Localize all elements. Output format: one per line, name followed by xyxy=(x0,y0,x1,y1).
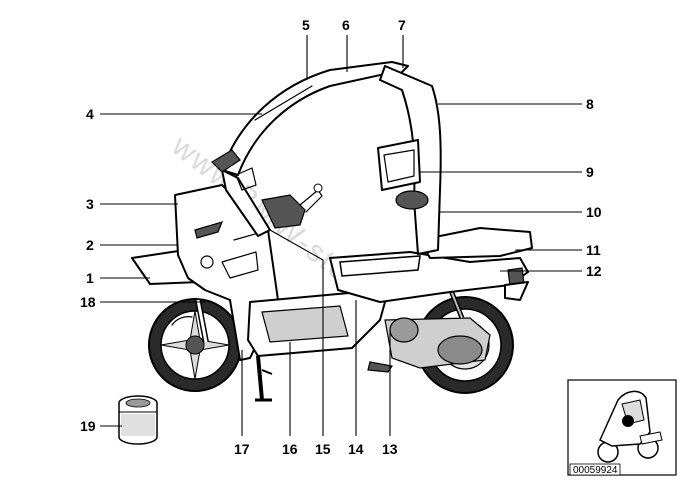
inset-scooter-icon xyxy=(597,390,663,463)
side-stand xyxy=(255,355,273,402)
engine-swingarm xyxy=(367,287,491,373)
callout-2: 2 xyxy=(86,237,94,253)
callout-4: 4 xyxy=(86,106,94,122)
handlebar xyxy=(261,183,323,229)
inset-thumbnail: 00059924 xyxy=(567,379,677,476)
callout-15: 15 xyxy=(315,441,331,457)
inset-doc-id: 00059924 xyxy=(573,465,618,476)
paint-can-icon xyxy=(118,395,158,445)
callout-9: 9 xyxy=(586,164,594,180)
callout-18: 18 xyxy=(80,294,96,310)
callout-6: 6 xyxy=(342,17,350,33)
callout-7: 7 xyxy=(398,17,406,33)
roof-frame xyxy=(211,61,442,255)
callout-14: 14 xyxy=(348,441,364,457)
callout-12: 12 xyxy=(586,263,602,279)
callout-1: 1 xyxy=(86,270,94,286)
callout-5: 5 xyxy=(302,17,310,33)
callout-8: 8 xyxy=(586,96,594,112)
leader-lines xyxy=(100,35,582,436)
callout-labels: 1 2 3 4 5 6 7 8 9 10 11 12 13 14 15 16 1… xyxy=(80,17,602,457)
callout-10: 10 xyxy=(586,204,602,220)
callout-11: 11 xyxy=(586,242,601,258)
callout-3: 3 xyxy=(86,196,94,212)
callout-19: 19 xyxy=(80,418,96,434)
callout-17: 17 xyxy=(234,441,250,457)
callout-16: 16 xyxy=(282,441,298,457)
scooter-illustration xyxy=(131,61,533,402)
front-wheel xyxy=(148,298,242,392)
callout-13: 13 xyxy=(382,441,398,457)
